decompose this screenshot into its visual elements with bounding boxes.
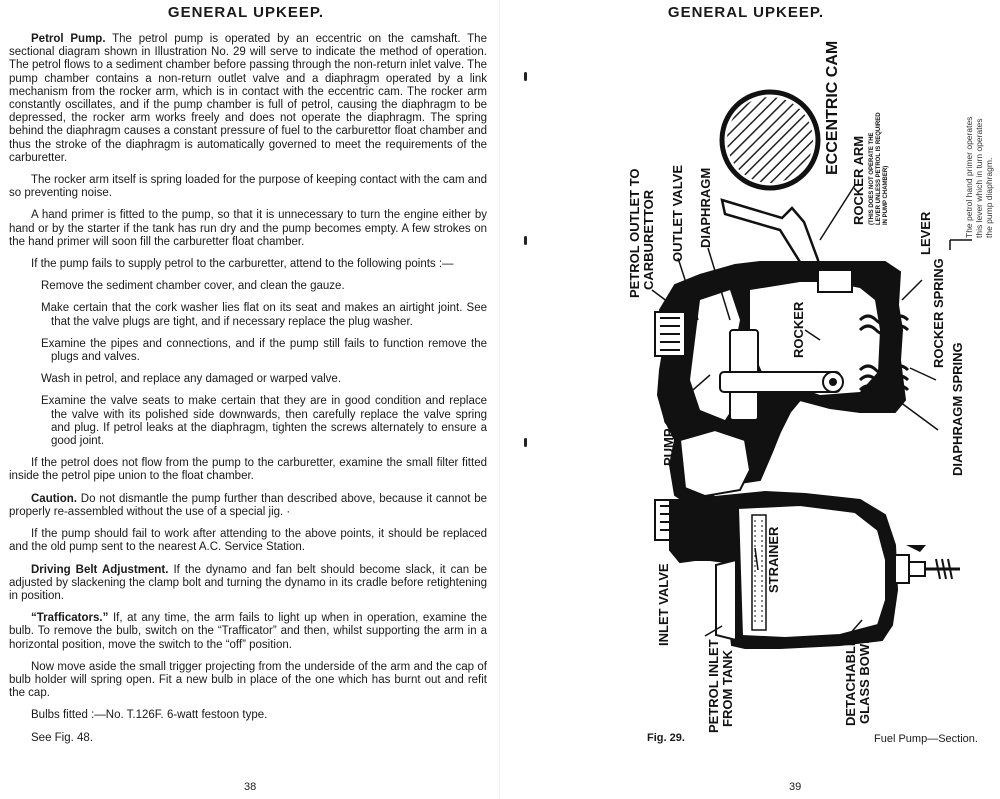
sediment-chamber bbox=[669, 490, 960, 649]
step-item: Make certain that the cork washer lies f… bbox=[41, 302, 487, 328]
page-spine bbox=[499, 0, 500, 799]
label-rocker-arm-note: LEVER UNLESS PETROL IS REQUIRED bbox=[876, 112, 882, 225]
page-number: 38 bbox=[244, 781, 257, 793]
paragraph-rocker-arm: The rocker arm itself is spring loaded f… bbox=[9, 174, 487, 200]
page-title: GENERAL UPKEEP. bbox=[167, 4, 325, 21]
label-primer-note: the pump diaphragm. bbox=[984, 158, 994, 238]
paragraph-text: The petrol pump is operated by an eccent… bbox=[9, 33, 487, 164]
paragraph-text: If, at any time, the arm fails to light … bbox=[9, 612, 487, 651]
label-rocker-arm: ROCKER ARM bbox=[851, 136, 866, 225]
figure-caption: Fuel Pump—Section. bbox=[874, 733, 978, 745]
fuel-pump-diagram: ECCENTRIC CAM ROCKER ARM (THIS DOES NOT … bbox=[627, 41, 994, 733]
paragraph-driving-belt: Driving Belt Adjustment. If the dynamo a… bbox=[9, 564, 487, 604]
label-pump-chamber: PUMP CHAMBER bbox=[661, 358, 676, 466]
label-petrol-inlet: PETROL INLET bbox=[706, 639, 721, 733]
label-lever: LEVER bbox=[918, 211, 933, 255]
label-outlet-valve: OUTLET VALVE bbox=[670, 165, 685, 262]
paragraph-see-figure: See Fig. 48. bbox=[31, 731, 94, 744]
right-page: GENERAL UPKEEP. bbox=[500, 0, 1000, 799]
label-rocker-arm-note: IN PUMP CHAMBER) bbox=[883, 166, 889, 225]
paragraph-heading: “Trafficators.” bbox=[31, 612, 109, 625]
paragraph-heading: Petrol Pump. bbox=[31, 33, 106, 45]
label-glass-bowl: DETACHABLE bbox=[843, 637, 858, 726]
paragraph-heading: Caution. bbox=[31, 492, 77, 505]
step-item: Wash in petrol, and replace any damaged … bbox=[41, 373, 342, 386]
left-page: GENERAL UPKEEP. Petrol Pump. The petrol … bbox=[9, 4, 487, 793]
figure-label: Fig. 29. bbox=[647, 732, 685, 744]
label-inlet-valve: INLET VALVE bbox=[656, 563, 671, 646]
label-strainer: STRAINER bbox=[766, 526, 781, 593]
text-body: Petrol Pump. The petrol pump is operated… bbox=[9, 33, 487, 754]
page-title: GENERAL UPKEEP. bbox=[667, 4, 825, 21]
paragraph-filter: If the petrol does not flow from the pum… bbox=[9, 457, 487, 483]
label-petrol-inlet: FROM TANK bbox=[720, 649, 735, 727]
label-eccentric-cam: ECCENTRIC CAM bbox=[824, 41, 841, 175]
page-number: 39 bbox=[789, 781, 802, 793]
paragraph-heading: Driving Belt Adjustment. bbox=[31, 563, 169, 576]
diagram-labels: ECCENTRIC CAM ROCKER ARM (THIS DOES NOT … bbox=[627, 41, 994, 733]
step-item: Examine the pipes and connections, and i… bbox=[41, 337, 487, 364]
paragraph-petrol-pump: Petrol Pump. The petrol pump is operated… bbox=[9, 33, 487, 165]
label-petrol-outlet: PETROL OUTLET TO bbox=[627, 168, 642, 298]
paragraph-caution: Caution. Do not dismantle the pump furth… bbox=[9, 493, 487, 519]
label-primer-note: this lever which in turn operates bbox=[974, 118, 984, 238]
paragraph-failure-points: If the pump fails to supply petrol to th… bbox=[31, 258, 454, 271]
label-rocker: ROCKER bbox=[791, 301, 806, 358]
pump-body bbox=[656, 261, 907, 507]
springs bbox=[858, 314, 910, 396]
label-primer-note: The petrol hand primer operates bbox=[964, 117, 974, 238]
paragraph-bulbs-fitted: Bulbs fitted :—No. T.126F. 6-watt festoo… bbox=[31, 709, 268, 722]
step-item: Remove the sediment chamber cover, and c… bbox=[41, 280, 345, 293]
paragraph-service-station: If the pump should fail to work after at… bbox=[9, 528, 487, 554]
leader-lines bbox=[651, 184, 972, 637]
paragraph-text: If the dynamo and fan belt should become… bbox=[9, 563, 488, 602]
paragraph-bulb-holder: Now move aside the small trigger project… bbox=[9, 660, 487, 700]
paragraph-text: Do not dismantle the pump further than d… bbox=[9, 492, 488, 518]
binding-hole-mark bbox=[524, 438, 527, 447]
label-rocker-spring: ROCKER SPRING bbox=[931, 258, 946, 368]
outlet-fitting bbox=[654, 311, 686, 357]
paragraph-hand-primer: A hand primer is fitted to the pump, so … bbox=[9, 209, 487, 248]
binding-hole-mark bbox=[524, 72, 527, 81]
binding-hole-mark bbox=[524, 236, 527, 245]
label-petrol-outlet: CARBURETTOR bbox=[641, 189, 656, 290]
label-diaphragm: DIAPHRAGM bbox=[698, 168, 713, 248]
label-rocker-arm-note: (THIS DOES NOT OPERATE THE bbox=[869, 132, 875, 225]
label-diaphragm-spring: DIAPHRAGM SPRING bbox=[950, 342, 965, 476]
eccentric-cam bbox=[719, 89, 821, 191]
step-item: Examine the valve seats to make certain … bbox=[41, 395, 487, 448]
label-glass-bowl: GLASS BOWL bbox=[857, 636, 872, 724]
paragraph-trafficators: “Trafficators.” If, at any time, the arm… bbox=[9, 612, 487, 652]
